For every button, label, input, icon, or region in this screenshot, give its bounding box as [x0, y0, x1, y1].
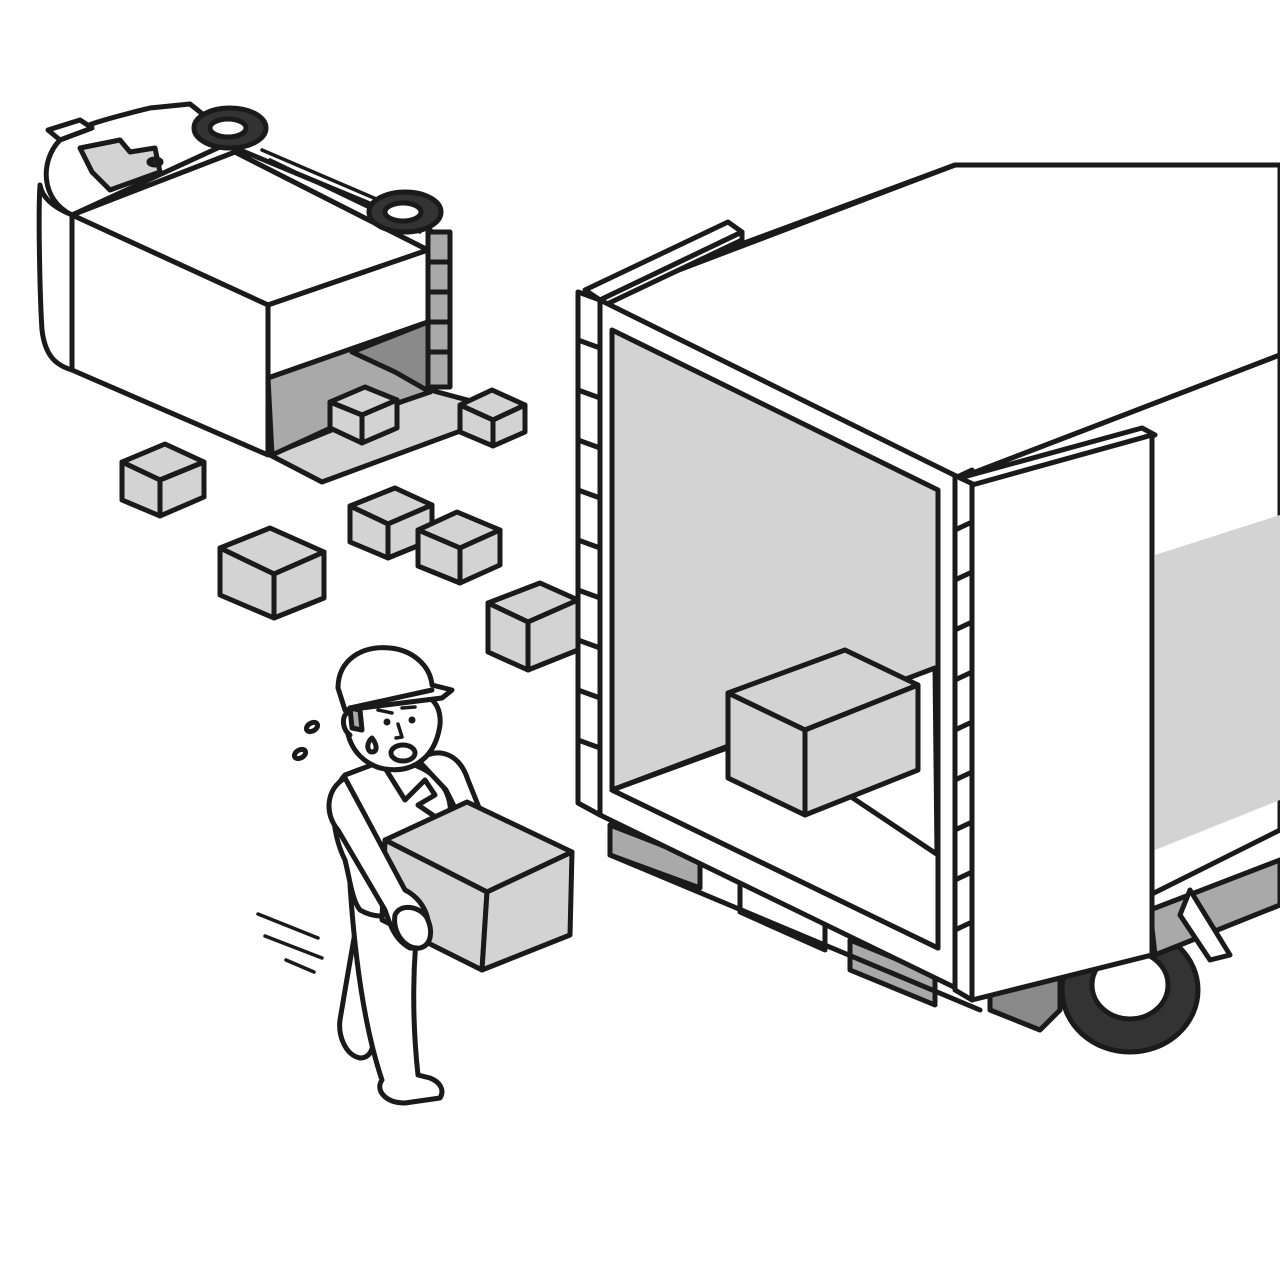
- package-box-icon-cargo: [725, 647, 921, 818]
- package-box-icon-3: [119, 441, 207, 519]
- package-box-icon-4: [347, 485, 435, 561]
- package-box-icon-6: [217, 525, 327, 621]
- robot-tread: [425, 229, 453, 390]
- robot-wheel-rear: [366, 189, 444, 235]
- robot-vehicle-icon: [36, 101, 515, 485]
- truck-right-hinges: [952, 519, 975, 933]
- package-box-icon-5: [415, 509, 503, 586]
- motion-lines-icon: [256, 912, 324, 974]
- truck-left-hinges: [575, 337, 603, 751]
- package-box-icon-carried: [379, 799, 575, 973]
- robot-wheel-front: [191, 105, 269, 151]
- delivery-truck-icon: [575, 162, 1280, 1055]
- package-box-icon-2: [457, 387, 528, 449]
- package-box-icon-7: [485, 580, 581, 673]
- worker-icon: [326, 645, 575, 1106]
- sweat-drops-icon: [291, 719, 321, 762]
- package-box-icon-1: [327, 384, 400, 446]
